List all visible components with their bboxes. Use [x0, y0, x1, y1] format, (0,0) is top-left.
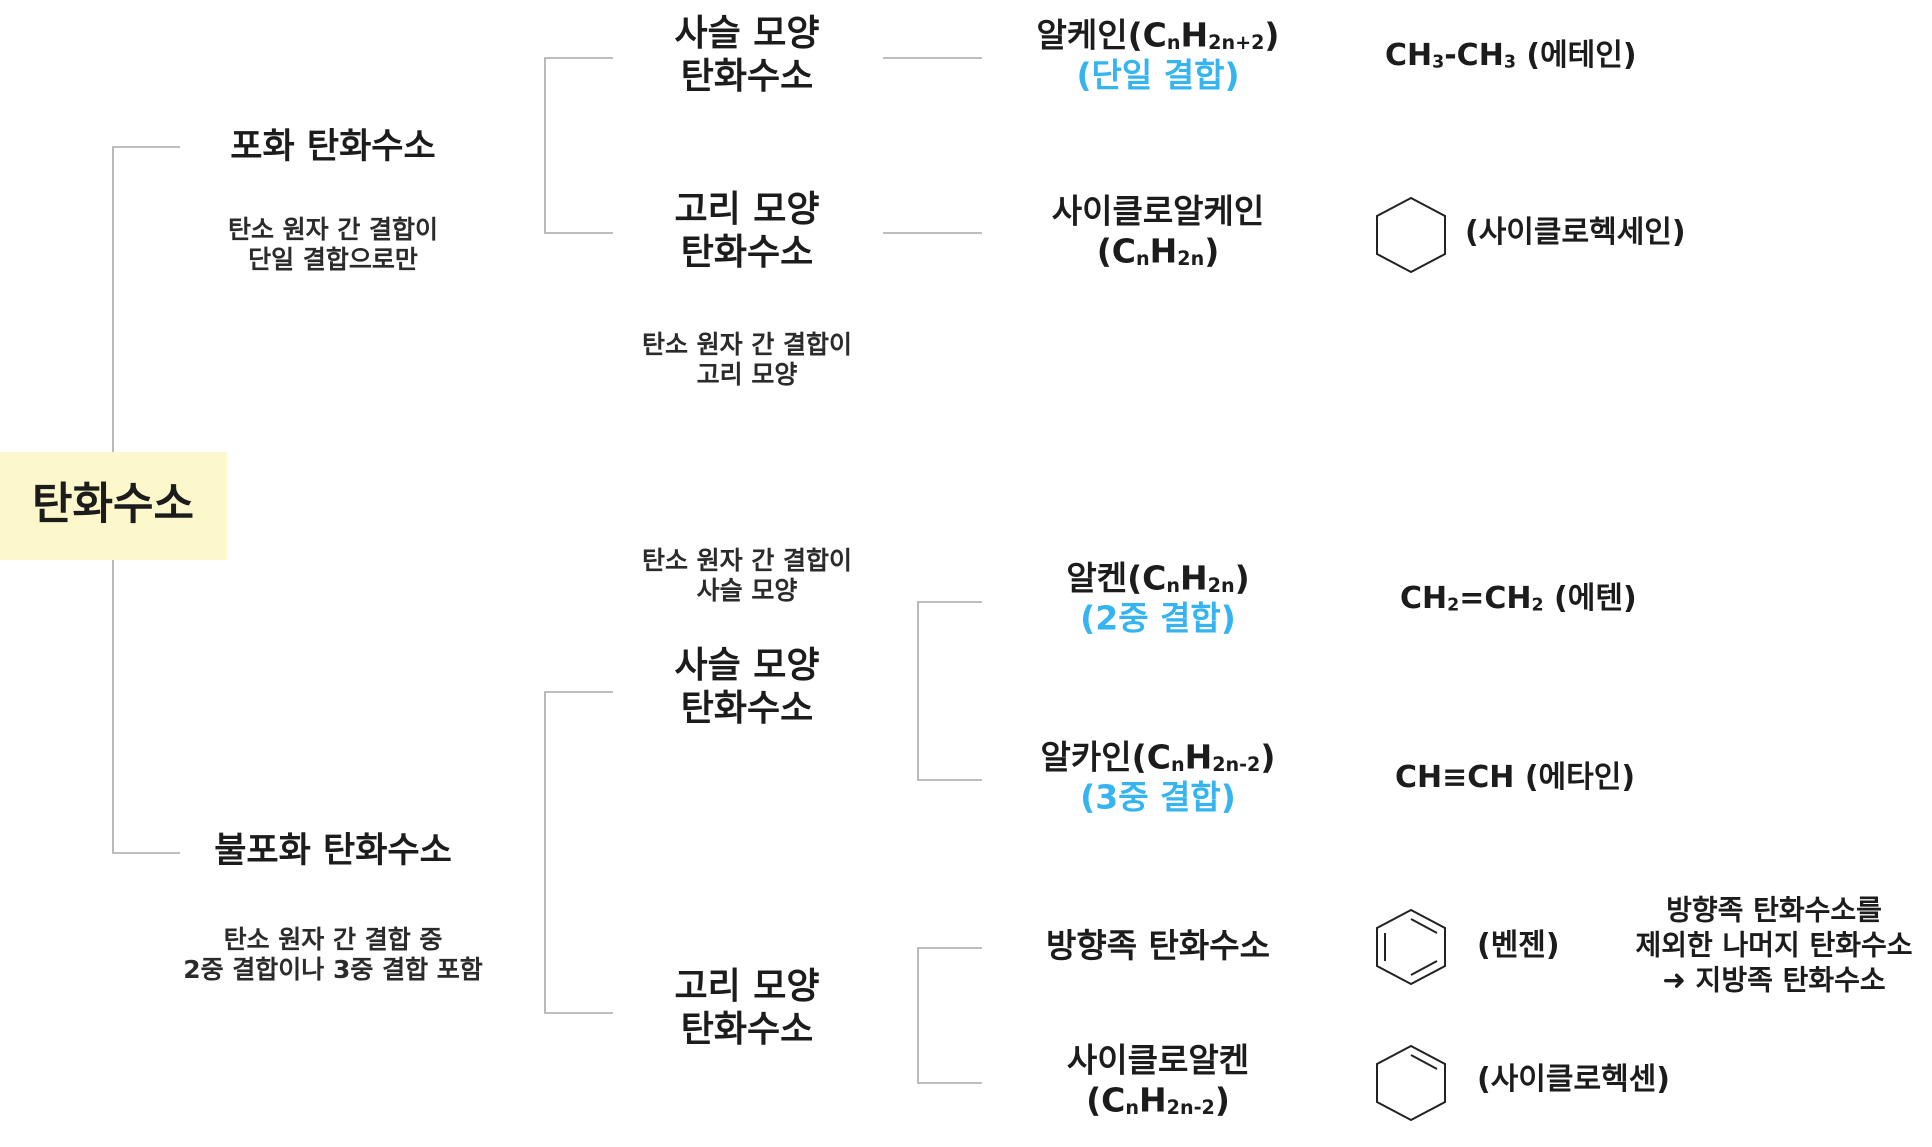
alkene-node: 알켄(CnH2n) (2중 결합) [1066, 558, 1249, 637]
alkane-bond-type: (단일 결합) [1076, 55, 1240, 95]
desc-line: 사슬 모양 [696, 576, 798, 605]
label-line: 사슬 모양 [674, 644, 820, 686]
alkene-formula: (CnH2n) [1127, 558, 1250, 598]
label-line: 사슬 모양 [674, 12, 820, 54]
unsaturated-desc-line: 탄소 원자 간 결합 중 [223, 925, 443, 954]
ethene-example: CH2=CH2 (에텐) [1400, 581, 1637, 616]
desc-line: 탄소 원자 간 결합이 [641, 546, 853, 575]
saturated-desc: 탄소 원자 간 결합이 단일 결합으로만 [228, 215, 438, 275]
unsaturated-branch-connector [544, 691, 613, 1014]
cycloalkane-formula: (CnH2n) [1096, 230, 1220, 270]
alkyne-formula: (CnH2n-2) [1131, 737, 1276, 777]
aliphatic-note: 방향족 탄화수소를 제외한 나머지 탄화수소 ➜ 지방족 탄화수소 [1635, 893, 1912, 998]
ring-unsat-connector [917, 947, 982, 1084]
label-line: 고리 모양 [674, 188, 820, 230]
alkane-formula: (CnH2n+2) [1127, 15, 1280, 55]
note-line: ➜ 지방족 탄화수소 [1662, 963, 1886, 997]
alkane-title: 알케인(CnH2n+2) [1036, 15, 1279, 55]
unsaturated-label: 불포화 탄화수소 [214, 831, 452, 871]
saturated-branch-connector [544, 57, 613, 234]
label-line: 탄화수소 [680, 688, 814, 729]
root-box [0, 452, 227, 560]
alkyne-title: 알카인(CnH2n-2) [1041, 737, 1276, 777]
saturated-desc-line: 탄소 원자 간 결합이 [227, 215, 439, 244]
cycloalkane-node: 사이클로알케인 (CnH2n) [1052, 191, 1265, 270]
chain-unsat-connector [917, 601, 982, 781]
label-line: 고리 모양 [674, 965, 820, 1007]
cycloalkene-formula: (CnH2n-2) [1086, 1079, 1230, 1119]
benzene-ring-icon [1376, 908, 1446, 986]
alkyne-name: 알카인 [1040, 737, 1132, 777]
cyclohexane-ring-icon [1376, 196, 1446, 274]
cyclohexene-label: (사이클로헥센) [1477, 1062, 1671, 1097]
unsaturated-chain-label: 사슬 모양 탄화수소 [674, 644, 819, 730]
saturated-label: 포화 탄화수소 [230, 127, 436, 167]
cyclohexene-ring-icon [1376, 1044, 1446, 1122]
label-line: 탄화수소 [680, 56, 814, 97]
unsaturated-chain-desc: 탄소 원자 간 결합이 사슬 모양 [642, 546, 852, 606]
cycloalkene-node: 사이클로알켄 (CnH2n-2) [1067, 1040, 1249, 1119]
cycloalkane-name: 사이클로알케인 [1051, 191, 1265, 231]
aromatic-name: 방향족 탄화수소 [1045, 926, 1271, 966]
alkene-name: 알켄 [1066, 558, 1128, 598]
note-line: 제외한 나머지 탄화수소 [1635, 928, 1913, 962]
alkyne-bond-type: (3중 결합) [1080, 777, 1236, 817]
saturated-chain-label: 사슬 모양 탄화수소 [674, 12, 819, 98]
unsaturated-desc-line: 2중 결합이나 3중 결합 포함 [183, 955, 483, 984]
saturated-desc-line: 단일 결합으로만 [248, 245, 418, 274]
saturated-ring-label: 고리 모양 탄화수소 [674, 188, 819, 274]
benzene-label: (벤젠) [1477, 928, 1560, 963]
alkyne-node: 알카인(CnH2n-2) (3중 결합) [1041, 737, 1276, 816]
root-label: 탄화수소 [32, 478, 194, 530]
alkane-node: 알케인(CnH2n+2) (단일 결합) [1036, 15, 1279, 94]
saturated-ring-desc: 탄소 원자 간 결합이 고리 모양 [642, 330, 852, 390]
cycloalkene-name: 사이클로알켄 [1066, 1040, 1250, 1080]
unsaturated-ring-label: 고리 모양 탄화수소 [674, 965, 819, 1051]
desc-line: 고리 모양 [696, 360, 798, 389]
root-connector-upper [112, 146, 180, 452]
label-line: 탄화수소 [680, 232, 814, 273]
ethyne-example: CH≡CH (에타인) [1395, 760, 1636, 795]
cyclohexane-label: (사이클로헥세인) [1465, 215, 1686, 250]
root-connector-lower [112, 560, 180, 854]
note-line: 방향족 탄화수소를 [1666, 893, 1882, 927]
label-line: 탄화수소 [680, 1009, 814, 1050]
ethane-example: CH3-CH3 (에테인) [1385, 38, 1637, 73]
alkene-title: 알켄(CnH2n) [1066, 558, 1249, 598]
alkane-name: 알케인 [1036, 15, 1128, 55]
desc-line: 탄소 원자 간 결합이 [641, 330, 853, 359]
alkene-bond-type: (2중 결합) [1080, 598, 1236, 638]
unsaturated-desc: 탄소 원자 간 결합 중 2중 결합이나 3중 결합 포함 [183, 925, 483, 985]
